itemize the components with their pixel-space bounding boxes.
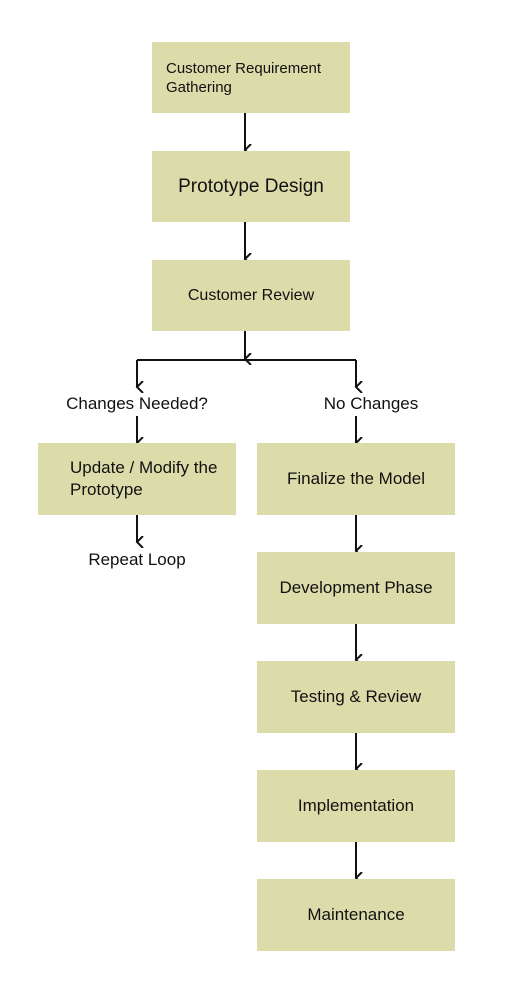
node-testing-review: Testing & Review	[257, 661, 455, 733]
node-prototype-design-label: Prototype Design	[178, 175, 324, 197]
node-update-prototype: Update / Modify the Prototype	[38, 443, 236, 515]
node-finalize-model: Finalize the Model	[257, 443, 455, 515]
node-testing-review-label: Testing & Review	[290, 687, 422, 706]
node-implementation: Implementation	[257, 770, 455, 842]
node-maintenance-label: Maintenance	[307, 905, 405, 924]
node-implementation-label: Implementation	[297, 796, 415, 815]
branch-label-changes-needed: Changes Needed?	[66, 394, 208, 413]
node-customer-review: Customer Review	[152, 260, 350, 331]
node-update-prototype-label: Update / Modify the Prototype	[70, 458, 218, 499]
branch-label-no-changes: No Changes	[323, 394, 419, 413]
node-requirement-gathering-label: Customer Requirement Gathering	[166, 59, 322, 96]
node-development-phase: Development Phase	[257, 552, 455, 624]
node-requirement-gathering: Customer Requirement Gathering	[152, 42, 350, 113]
node-maintenance: Maintenance	[257, 879, 455, 951]
node-development-phase-label: Development Phase	[279, 578, 433, 597]
node-customer-review-label: Customer Review	[187, 286, 315, 304]
node-prototype-design: Prototype Design	[152, 151, 350, 222]
node-finalize-model-label: Finalize the Model	[287, 469, 425, 488]
label-repeat-loop: Repeat Loop	[88, 550, 186, 569]
